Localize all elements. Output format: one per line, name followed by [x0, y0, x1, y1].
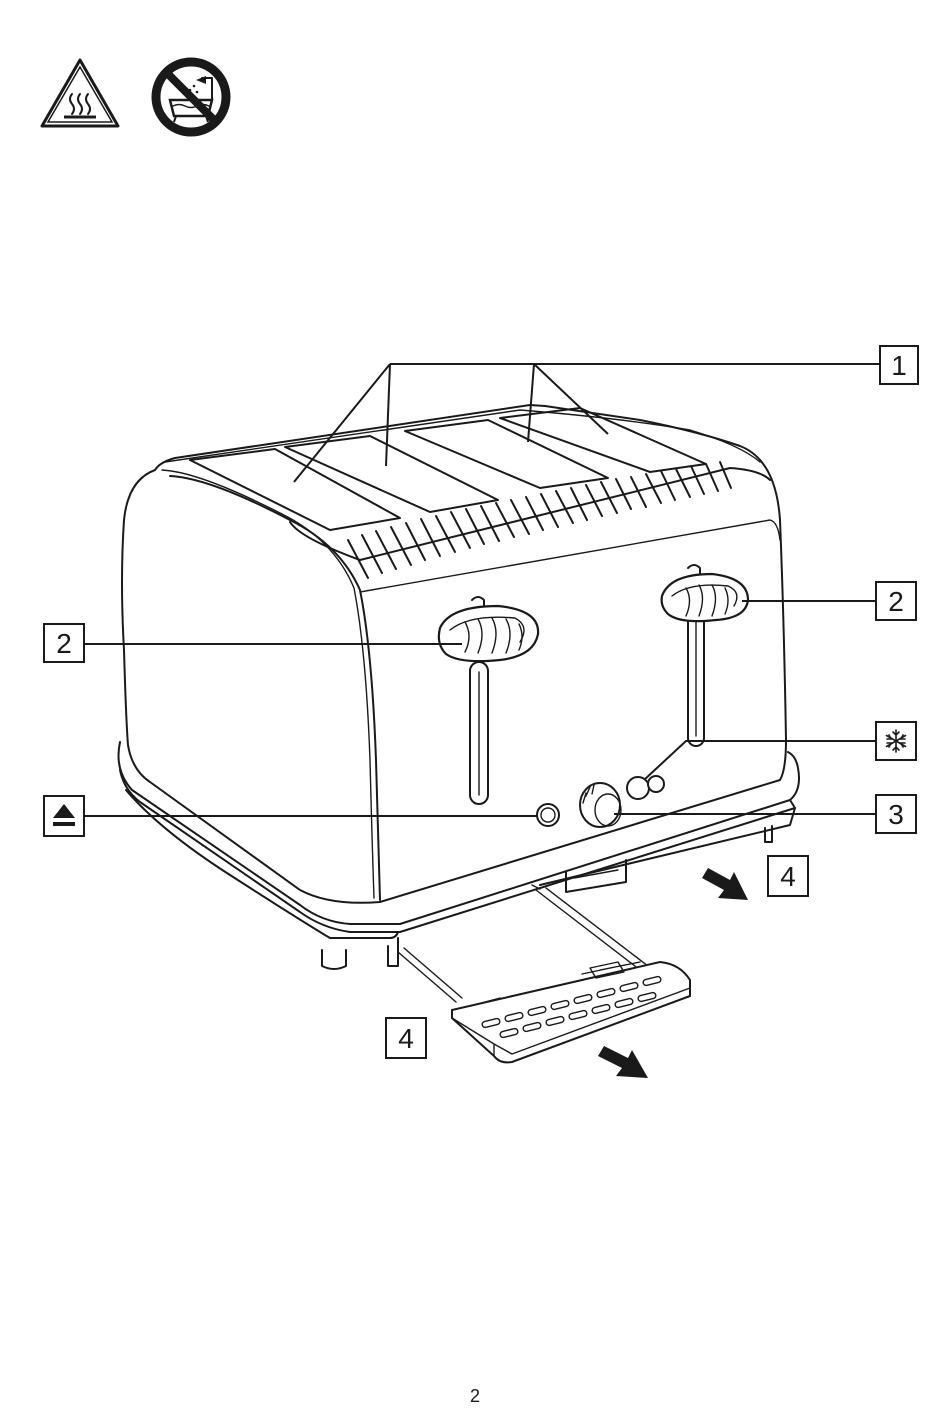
right-lever: [662, 574, 748, 621]
callout-slots: 1: [880, 346, 918, 384]
callout-crumb-tray-right: 4: [768, 856, 808, 896]
toaster-illustration: [119, 405, 800, 1062]
crumb-tray: [398, 888, 690, 1062]
no-water-immersion-icon: [156, 62, 226, 132]
pull-arrow-bottom-icon: [598, 1046, 648, 1078]
callout-browning-control: 3: [876, 795, 916, 833]
callout-label-lever-left: 2: [56, 628, 72, 659]
callout-label-browning-control: 3: [888, 799, 904, 830]
callout-label-crumb-tray-bottom: 4: [398, 1023, 414, 1054]
page-number: 2: [0, 1386, 950, 1407]
callout-lever-right: 2: [876, 582, 916, 620]
browning-dial: [580, 783, 621, 827]
callout-frozen: [876, 722, 916, 760]
leader-lines: [84, 364, 880, 816]
callout-lever-left: 2: [44, 624, 84, 662]
callout-crumb-tray-bottom: 4: [386, 1018, 426, 1058]
callout-label-crumb-tray-right: 4: [780, 861, 796, 892]
left-lever: [439, 606, 538, 661]
callout-label-slots: 1: [891, 350, 907, 381]
pull-arrow-right-icon: [702, 868, 748, 900]
callout-label-lever-right: 2: [888, 586, 904, 617]
hot-surface-warning-icon: [42, 60, 118, 126]
callout-cancel: [44, 796, 84, 836]
